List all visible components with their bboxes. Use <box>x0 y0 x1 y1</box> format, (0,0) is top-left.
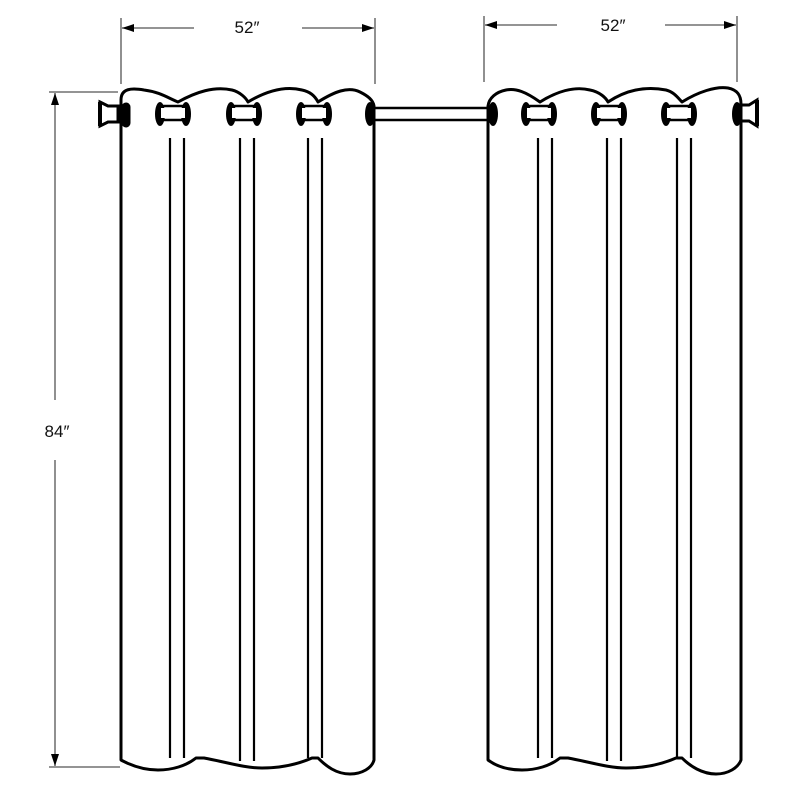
left-curtain-panel <box>119 87 376 776</box>
right-panel-outline <box>486 86 743 776</box>
grommet-icon <box>661 102 697 126</box>
curtain-rod <box>364 106 499 122</box>
height-dimension <box>49 91 120 768</box>
grommet-icon <box>155 102 191 126</box>
left-width-dimension <box>120 18 376 84</box>
grommet-icon <box>296 102 332 126</box>
right-curtain-panel <box>486 86 743 776</box>
panel-height-label: 84″ <box>34 422 80 442</box>
grommet-icon <box>732 102 742 126</box>
left-panel-outline <box>119 87 376 776</box>
left-panel-width-label: 52″ <box>222 18 272 38</box>
grommet-icon <box>226 102 262 126</box>
left-panel-folds <box>168 138 324 761</box>
grommet-icon <box>365 102 375 126</box>
grommet-icon <box>521 102 557 126</box>
right-panel-folds <box>536 138 693 761</box>
grommet-icon <box>591 102 627 126</box>
right-finial-icon <box>739 97 759 129</box>
left-finial-icon <box>98 99 120 129</box>
left-panel-grommets <box>121 102 375 128</box>
grommet-icon <box>121 102 131 128</box>
right-width-dimension <box>483 16 738 82</box>
right-panel-width-label: 52″ <box>588 16 638 36</box>
grommet-icon <box>488 102 498 126</box>
right-panel-grommets <box>488 102 742 126</box>
